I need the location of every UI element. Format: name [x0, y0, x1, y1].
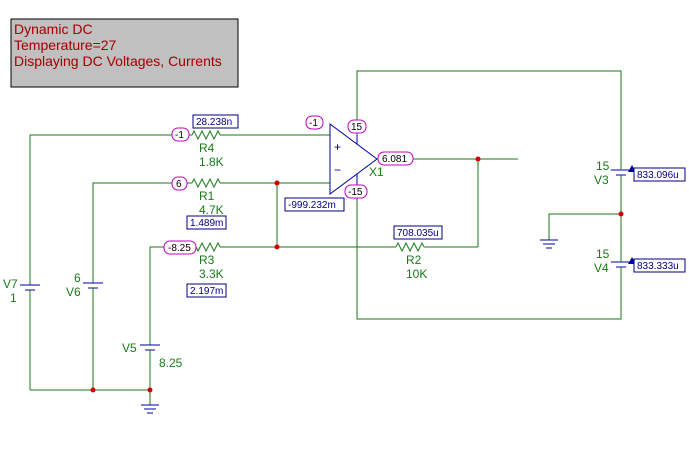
r1-value: 4.7K [199, 203, 224, 217]
v3-value: 15 [596, 159, 610, 173]
source-v6[interactable]: 6 V6 [66, 271, 103, 299]
r4-name: R4 [199, 141, 215, 155]
minus-icon: − [334, 163, 341, 177]
svg-text:28.238n: 28.238n [196, 117, 232, 128]
r4-value: 1.8K [199, 155, 224, 169]
node-voltage-vpos-supply[interactable]: 15 [347, 119, 367, 134]
source-v7[interactable]: V7 1 [3, 277, 40, 305]
svg-text:-15: -15 [348, 187, 363, 198]
current-v3[interactable]: 833.096u [633, 167, 686, 182]
svg-text:1.489m: 1.489m [190, 218, 223, 229]
junction-dot [274, 180, 280, 186]
plus-icon: + [334, 140, 341, 154]
wire-supply-ground [548, 213, 621, 240]
resistor-zigzag [191, 177, 221, 189]
r2-value: 10K [406, 267, 427, 281]
svg-text:15: 15 [351, 122, 363, 133]
wire-v5-r3 [149, 246, 192, 345]
node-voltage-vneg-supply[interactable]: -15 [344, 184, 368, 199]
junction-dot [475, 156, 481, 162]
svg-text:2.197m: 2.197m [190, 286, 223, 297]
v6-name: V6 [66, 285, 81, 299]
node-voltage-r3-left[interactable]: -8.25 [163, 240, 197, 255]
wires [29, 70, 622, 405]
resistor-zigzag [395, 241, 425, 253]
source-v3[interactable]: 15 V3 [594, 159, 636, 187]
resistor-r2[interactable]: R2 10K [395, 241, 427, 281]
current-r4[interactable]: 28.238n [192, 114, 239, 129]
junction-dot [618, 211, 624, 217]
v3-name: V3 [594, 173, 609, 187]
v7-value: 1 [10, 291, 17, 305]
source-v5[interactable]: V5 8.25 [122, 341, 183, 370]
opamp-triangle [329, 123, 378, 195]
x1-name: X1 [369, 165, 384, 179]
junction-dot [90, 387, 96, 393]
svg-text:833.333u: 833.333u [637, 261, 679, 272]
r3-value: 3.3K [199, 267, 224, 281]
ground-icon [540, 239, 558, 249]
opamp-x1[interactable]: + − X1 [329, 123, 384, 195]
node-voltage-r1-left[interactable]: 6 [171, 176, 188, 191]
info-display-mode: Displaying DC Voltages, Currents [14, 53, 222, 69]
wire-v7-r4 [29, 134, 192, 285]
resistor-r1[interactable]: R1 4.7K [191, 177, 224, 217]
v5-name: V5 [122, 341, 137, 355]
v5-value: 8.25 [159, 356, 183, 370]
svg-text:833.096u: 833.096u [637, 170, 679, 181]
resistor-r3[interactable]: R3 3.3K [191, 241, 224, 281]
junction-dot [147, 387, 153, 393]
wire-v6-r1 [92, 182, 192, 283]
svg-text:-8.25: -8.25 [168, 243, 191, 254]
info-title: Dynamic DC [14, 21, 93, 37]
r3-name: R3 [199, 253, 215, 267]
source-v4[interactable]: 15 V4 [594, 247, 636, 275]
current-r1[interactable]: 1.489m [186, 215, 227, 230]
ground-icon [141, 404, 159, 414]
v4-name: V4 [594, 261, 609, 275]
wire-vpos-supply [356, 70, 622, 160]
current-r3[interactable]: 2.197m [186, 283, 227, 298]
info-temperature: Temperature=27 [14, 37, 117, 53]
r1-name: R1 [199, 189, 215, 203]
svg-text:6: 6 [176, 179, 182, 190]
v4-value: 15 [596, 247, 610, 261]
svg-text:-999.232m: -999.232m [288, 200, 336, 211]
v7-name: V7 [3, 277, 18, 291]
junctions [90, 156, 624, 393]
node-voltage-output[interactable]: 6.081 [377, 151, 414, 166]
svg-text:6.081: 6.081 [382, 154, 407, 165]
current-r2[interactable]: 708.035u [393, 225, 443, 240]
current-v4[interactable]: 833.333u [633, 258, 686, 273]
node-voltage-r4-left[interactable]: -1 [171, 127, 190, 142]
v6-value: 6 [74, 271, 81, 285]
resistor-r4[interactable]: R4 1.8K [191, 129, 224, 169]
r2-name: R2 [406, 253, 422, 267]
svg-text:-1: -1 [309, 118, 318, 129]
simulation-info-box: Dynamic DC Temperature=27 Displaying DC … [10, 18, 239, 88]
node-voltage-opamp-inv[interactable]: -1 [305, 115, 324, 130]
resistor-zigzag [191, 129, 221, 141]
current-opamp-noninv[interactable]: -999.232m [284, 197, 345, 212]
junction-dot [274, 244, 280, 250]
svg-text:708.035u: 708.035u [397, 228, 439, 239]
wire-vneg-supply [356, 185, 622, 320]
svg-text:-1: -1 [175, 130, 184, 141]
